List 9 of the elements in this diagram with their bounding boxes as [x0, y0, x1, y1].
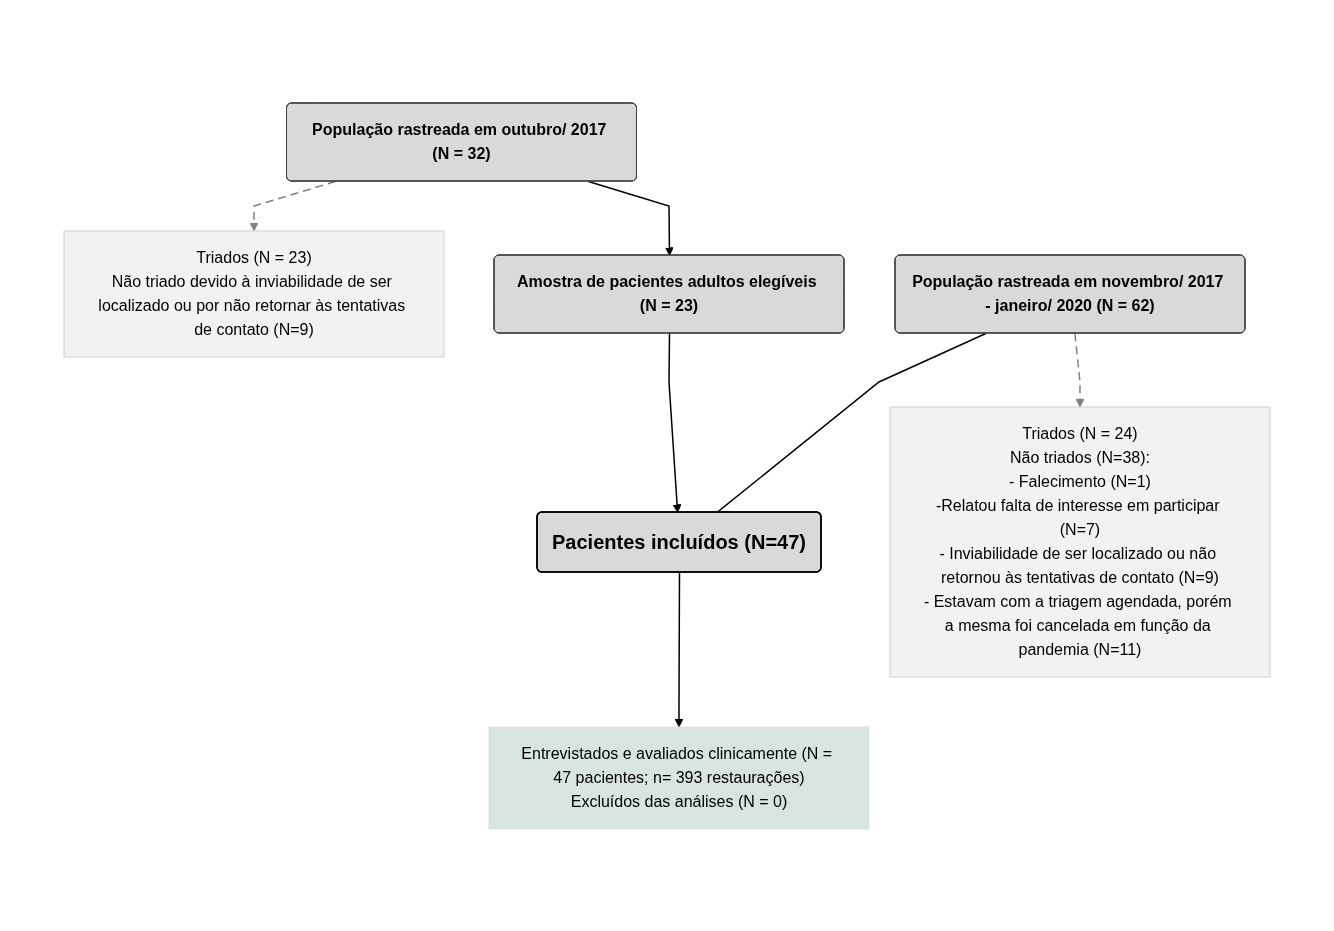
connector — [716, 332, 987, 513]
node-box: Triados (N = 23) Não triado devido à inviabilidade de ser localizado ou por não retornar às tentativas de contato (N=9) — [63, 230, 445, 357]
arrow — [668, 332, 682, 513]
arrow — [249, 180, 337, 231]
arrow — [1074, 332, 1085, 407]
node-box: Triados (N = 24) Não triados (N=38): - Falecimento (N=1) -Relatou falta de interesse em participar (N=7) - Inviabilidade de ser localizado ou não retornou às tentativas de contato (N=9) - Estavam com a triagem agendada, porém a mesma foi cancelada em função da pandemia (N=11) — [889, 406, 1271, 677]
arrow — [587, 180, 674, 256]
arrow — [674, 571, 684, 727]
node-box: Entrevistados e avaliados clinicamente (N = 47 pacientes; n= 393 restaurações) Excluídos das análises (N = 0) — [488, 726, 870, 829]
